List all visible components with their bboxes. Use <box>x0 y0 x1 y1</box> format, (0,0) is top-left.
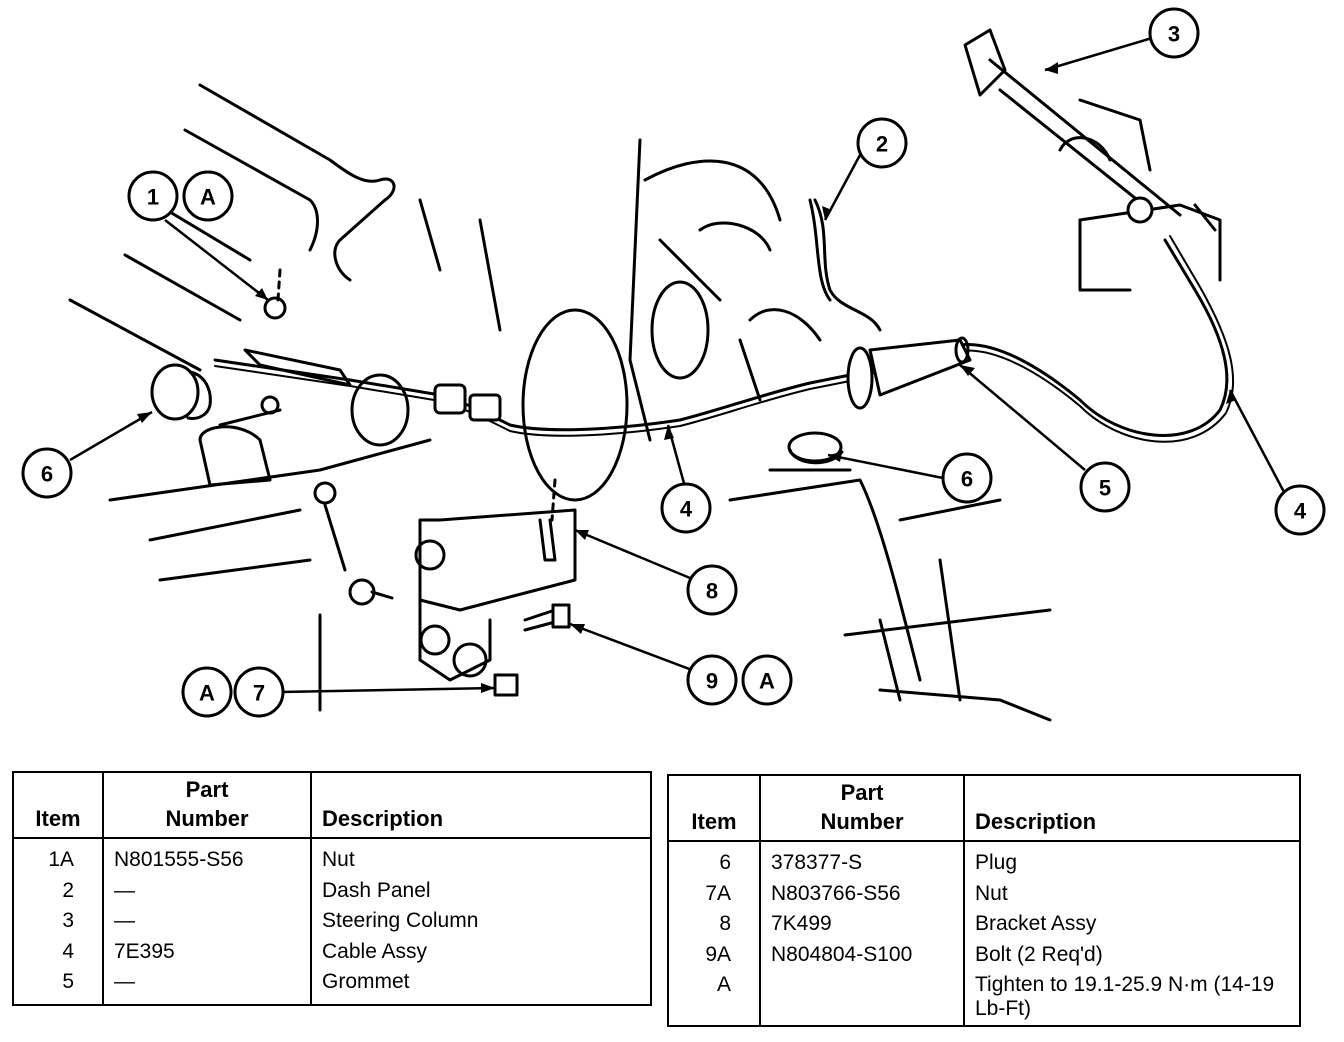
plug-left <box>150 363 212 421</box>
callout-6-right-label: 6 <box>961 467 973 492</box>
cable-bracket-upper <box>198 268 352 487</box>
col-header-item: Item <box>668 775 760 842</box>
nut-7 <box>493 673 519 697</box>
callout-1-a-label: A <box>200 185 216 210</box>
callout-1-a <box>182 170 234 222</box>
callout-3 <box>1148 7 1200 59</box>
arrowheads <box>137 62 1236 693</box>
callout-1-label: 1 <box>147 185 159 210</box>
callout-2 <box>856 117 908 169</box>
callout-6-right <box>941 452 993 504</box>
callout-7 <box>233 666 285 718</box>
callout-5 <box>1079 461 1131 513</box>
body-hole <box>350 373 410 447</box>
callout-9-a <box>741 654 793 706</box>
callout-9 <box>686 654 738 706</box>
callout-5-label: 5 <box>1099 476 1111 501</box>
callout-3-label: 3 <box>1168 22 1180 47</box>
table-row: 3 — Steering Column <box>13 906 651 937</box>
table-row: 2 — Dash Panel <box>13 875 651 906</box>
callout-2-label: 2 <box>876 132 888 157</box>
cable-end-fitting <box>433 383 502 422</box>
callout-6-left <box>21 447 73 499</box>
dash-hole <box>650 280 710 380</box>
table-row: 5 — Grommet <box>13 967 651 1005</box>
callout-9-label: 9 <box>706 669 718 694</box>
leader-lines <box>69 36 1286 694</box>
callout-7-a <box>181 666 233 718</box>
col-header-description: Description <box>310 772 651 839</box>
callout-9-a-label: A <box>759 669 775 694</box>
callout-7-a-label: A <box>199 681 215 706</box>
callout-6-left-label: 6 <box>41 462 53 487</box>
table-row: 4 7E395 Cable Assy <box>13 936 651 967</box>
grommet <box>846 336 972 410</box>
callout-4-right <box>1274 484 1326 536</box>
table-row: 9A N804804-S100 Bolt (2 Req'd) <box>668 939 1300 970</box>
dash-opening <box>521 308 629 502</box>
callout-8 <box>686 564 738 616</box>
col-header-item: Item <box>13 772 103 839</box>
table-row: A Tighten to 19.1-25.9 N·m (14-19 Lb-Ft) <box>668 970 1300 1026</box>
callout-8-label: 8 <box>706 579 718 604</box>
table-row: 1A N801555-S56 Nut <box>13 838 651 876</box>
callout-4-center <box>660 482 712 534</box>
table-row: 6 378377-S Plug <box>668 841 1300 879</box>
shift-cable <box>213 238 1229 437</box>
table-row: 8 7K499 Bracket Assy <box>668 909 1300 940</box>
col-header-description: Description <box>963 775 1300 842</box>
table-row: 7A N803766-S56 Nut <box>668 878 1300 909</box>
callout-7-label: 7 <box>253 681 265 706</box>
bolt-9 <box>523 603 571 632</box>
body-outline <box>68 83 1052 722</box>
steering-column <box>963 28 1222 292</box>
callout-1 <box>127 170 179 222</box>
callout-4-center-label: 4 <box>680 497 693 522</box>
callout-4-right-label: 4 <box>1294 499 1307 524</box>
stud-left <box>313 481 394 606</box>
shift-cable-diagram: 1 A 2 3 4 4 5 6 6 8 9 A A 7 <box>21 7 1326 722</box>
dash-panel-wire <box>813 198 882 332</box>
bracket-assy <box>414 478 577 682</box>
